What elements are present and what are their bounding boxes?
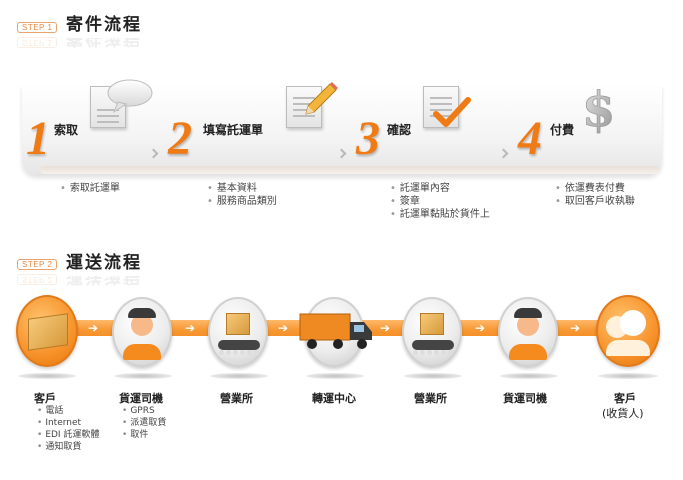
step2-badge: STEP 2 xyxy=(17,259,58,270)
svg-text:$: $ xyxy=(582,82,615,134)
node-title-5: 營業所 xyxy=(414,392,447,405)
step1-title-reflection: 寄件流程 xyxy=(66,38,142,48)
node-shadow xyxy=(404,373,462,379)
node-bullet: 派遣取貨 xyxy=(122,417,166,429)
step-label-4: 付費 xyxy=(550,123,575,137)
driver-body xyxy=(123,344,161,360)
conveyor-box-icon xyxy=(226,313,250,335)
node-title-7: 客戶 xyxy=(614,392,636,405)
truck-icon xyxy=(299,313,372,349)
conveyor-box-icon xyxy=(420,313,444,335)
pencil-document-icon xyxy=(286,86,322,128)
process-band-base xyxy=(40,166,660,174)
conveyor-belt xyxy=(218,340,260,355)
step-bullets-4: 依運費表付費 取回客戶收執聯 xyxy=(555,182,635,208)
customer-head-front xyxy=(620,310,646,336)
node-shadow xyxy=(18,373,76,379)
flow-arrow-6: ➔ xyxy=(570,321,581,335)
driver-cap xyxy=(514,308,542,318)
pencil-shape xyxy=(305,82,338,115)
dollar-sign-icon: $ xyxy=(582,82,616,134)
customer-body xyxy=(606,340,650,356)
step2-title: 運送流程 xyxy=(66,253,142,273)
step-label-3: 確認 xyxy=(387,123,412,137)
node-shadow xyxy=(306,373,364,379)
bullet-item: 索取託運單 xyxy=(60,182,120,195)
flow-arrow-2: ➔ xyxy=(185,321,196,335)
node-shadow xyxy=(598,373,658,379)
node-bullet: 電話 xyxy=(37,405,99,417)
node-bullet: 取件 xyxy=(122,429,166,441)
step-label-2: 填寫託運單 xyxy=(203,123,264,137)
step1-badge-reflection: STEP 1 xyxy=(17,37,58,48)
bullet-item: 簽章 xyxy=(390,195,490,208)
step-label-1: 索取 xyxy=(54,123,79,137)
node-title-4: 轉運中心 xyxy=(312,392,356,405)
step2-title-reflection: 運送流程 xyxy=(66,276,142,286)
flow-arrow-4: ➔ xyxy=(380,321,391,335)
package-box-icon xyxy=(28,313,68,351)
step1-title: 寄件流程 xyxy=(66,15,142,35)
driver-cap xyxy=(128,308,156,318)
step-bullets-3: 託運單內容 簽章 託運單黏貼於貨件上 xyxy=(390,182,490,221)
speech-bubble-shape xyxy=(107,79,153,114)
node-title-6: 貨運司機 xyxy=(503,392,547,405)
node-title-3: 營業所 xyxy=(220,392,253,405)
node-bullet: GPRS xyxy=(122,405,166,417)
bullet-item: 託運單內容 xyxy=(390,182,490,195)
node-shadow xyxy=(500,373,558,379)
node-bullets-1: 電話 Internet EDI 託運軟體 通知取貨 xyxy=(37,405,99,453)
checkmark-shape xyxy=(433,97,471,127)
bullet-item: 託運單黏貼於貨件上 xyxy=(390,208,490,221)
node-bullets-2: GPRS 派遣取貨 取件 xyxy=(122,405,166,441)
step1-badge: STEP 1 xyxy=(17,22,58,33)
bullet-item: 基本資料 xyxy=(207,182,277,195)
step2-badge-reflection: STEP 2 xyxy=(17,274,58,285)
node-shadow xyxy=(114,373,172,379)
node-bullet: Internet xyxy=(37,417,99,429)
flow-arrow-1: ➔ xyxy=(88,321,99,335)
step-number-3: 3 xyxy=(356,112,380,165)
node-title-2: 貨運司機 xyxy=(119,392,163,405)
node-shadow xyxy=(210,373,268,379)
step-number-2: 2 xyxy=(168,112,192,165)
conveyor-belt xyxy=(412,340,454,355)
node-bullet: EDI 託運軟體 xyxy=(37,429,99,441)
flow-arrow-3: ➔ xyxy=(278,321,289,335)
bullet-item: 取回客戶收執聯 xyxy=(555,195,635,208)
step-bullets-1: 索取託運單 xyxy=(60,182,120,195)
driver-body xyxy=(509,344,547,360)
flow-arrow-5: ➔ xyxy=(475,321,486,335)
step-number-4: 4 xyxy=(518,112,542,165)
node-title-7b: (收貨人) xyxy=(602,407,644,420)
bullet-item: 服務商品類別 xyxy=(207,195,277,208)
driver-person-icon xyxy=(131,314,153,336)
node-bullet: 通知取貨 xyxy=(37,441,99,453)
node-title-1: 客戶 xyxy=(34,392,56,405)
driver-person-icon xyxy=(517,314,539,336)
step-bullets-2: 基本資料 服務商品類別 xyxy=(207,182,277,208)
bullet-item: 依運費表付費 xyxy=(555,182,635,195)
step-number-1: 1 xyxy=(26,112,50,165)
